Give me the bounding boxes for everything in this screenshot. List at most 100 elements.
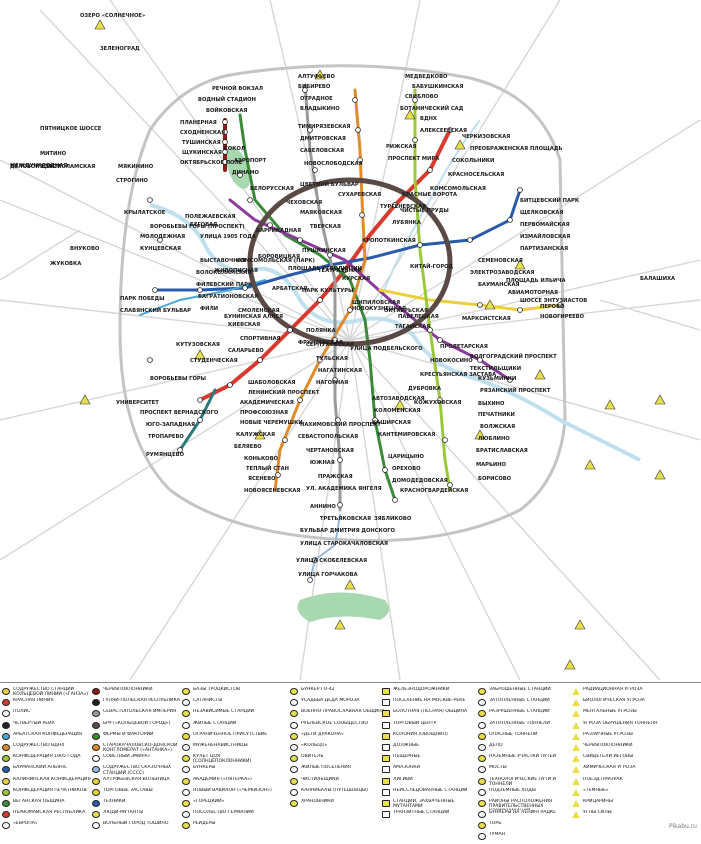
legend-label: ВЕГАНСКАЯ ОБЩИНА <box>13 798 65 804</box>
legend-label: БУНКЕРЫ <box>193 765 216 771</box>
legend-item: ЖИЛЫЕ ПОСЕЛЕНИЯ <box>290 765 385 776</box>
road-network <box>0 0 701 680</box>
station-label: КРАСНЫЕ ВОРОТА <box>402 192 457 198</box>
station-label: ЧЕХОВСКАЯ <box>286 200 322 206</box>
legend-label: ВОЕННО ПРАВОСЛАВНАЯ ОБЩИНА <box>301 709 385 715</box>
legend-item: БАУМАНСКИЙ АЛЬЯНС <box>2 765 97 776</box>
legend-label: ЧЕРВЯПОКЛОННИКИ <box>103 687 153 692</box>
legend-label: САТАНИСТЫ <box>193 698 223 704</box>
station-label: ТРЕТЬЯКОВСКАЯ <box>320 516 371 522</box>
station-label: ДИНАМО <box>232 170 259 176</box>
legend-marker-icon <box>478 732 486 740</box>
legend-marker-icon <box>2 721 10 729</box>
legend-marker-icon <box>382 777 390 785</box>
station-label: ФИЛИ <box>200 306 218 312</box>
legend-item: РУБЛЕВСКОЕ СООБЩЕСТВО <box>290 721 385 732</box>
station-label: ТИМИРЯЗЕВСКАЯ <box>298 124 350 130</box>
legend-label: БОЛОТНАЯ (ЛЕСНАЯ) ОБЩИНА <box>393 709 468 715</box>
legend-item: БАЗЫ ТРОЦКИСТОВ <box>182 687 277 698</box>
legend-marker-icon <box>182 732 190 740</box>
legend-marker-icon <box>478 710 486 718</box>
legend-label: ПОСОЛЬСТВО ГЕРМАНИИ <box>193 810 254 816</box>
legend-label: ТОРГОВЫЕ ЗАСТАВЫ <box>103 787 153 793</box>
legend-marker-icon <box>382 710 390 718</box>
legend-marker-icon <box>290 721 298 729</box>
station-label: БАГРАТИОНОВСКАЯ <box>198 294 258 300</box>
legend-label: РУБЛЕВСКОЕ СООБЩЕСТВО <box>301 720 368 726</box>
legend-marker-icon <box>182 811 190 819</box>
legend-marker-icon <box>182 710 190 718</box>
legend-label: ПОЕЗД ПРИЗРАК <box>583 776 623 782</box>
legend-item: РАЗЛИЧНЫЕ УГРОЗЫ <box>572 732 667 743</box>
station-label: ОТРАДНОЕ <box>300 96 333 102</box>
legend-label: ПОСЕЛЕНИЕ НА МОСКВЕ-РЕКЕ <box>393 698 466 704</box>
station-label: КРАСНОГВАРДЕЙСКАЯ <box>400 486 468 494</box>
station-label: ПРОФСОЮЗНАЯ <box>240 410 288 416</box>
legend-label: ХРАНОВНИКИ <box>301 798 334 804</box>
legend-label: «ЕВРОПА» <box>13 821 38 827</box>
station-label: НОВОГИРЕЕВО <box>540 314 585 320</box>
station-label: ЩЕЛКОВСКАЯ <box>520 210 563 216</box>
ring-line <box>247 177 453 347</box>
legend-item: ПЕЩЕРНЫЕ <box>382 754 477 765</box>
legend-item: ЧЕРВЯПОКЛОННИКИ <box>572 743 667 754</box>
station-label: ВЫХИНО <box>478 401 505 407</box>
station-label: СОКОЛ <box>224 146 245 152</box>
station-label: МАРЬИНО <box>476 462 507 468</box>
legend-marker-icon <box>2 799 10 807</box>
legend-label: УСАДЬБА ДЕДА МОРОЗА <box>301 698 360 704</box>
station-label: ТВЕРСКАЯ <box>310 224 341 230</box>
legend-marker-icon <box>92 755 100 763</box>
legend-item: КОЛОНИЯ (ОВОЩНИЛ) <box>382 732 477 743</box>
legend-item: ПОДЗЕМНЫЕ ХОДЫ <box>478 788 573 799</box>
legend-label: ЧЕТВЕРТЫЙ РЕЙХ <box>13 720 55 726</box>
legend-marker-icon <box>382 766 390 774</box>
legend-marker-icon <box>92 811 100 819</box>
legend-label: РАДИАЦИОННАЯ УГРОЗА <box>583 687 643 692</box>
station-label: ТУРГЕНЕВСКАЯ <box>380 204 426 210</box>
legend-marker-icon <box>182 699 190 707</box>
legend-label: АРБАТСКАЯ КОНФЕДЕРАЦИЯ <box>13 731 83 737</box>
station-label: ПРОЛЕТАРСКАЯ <box>440 344 488 350</box>
legend-item: АРБАТСКАЯ КОНФЕДЕРАЦИЯ <box>2 732 97 743</box>
legend-marker-icon <box>92 732 100 740</box>
station-label: ПАРК ПОБЕДЫ <box>120 296 164 302</box>
station-label: УЛИЦА ПОДБЕЛЬСКОГО <box>350 346 423 352</box>
station-label: ЧЕРКИЗОВСКАЯ <box>462 134 510 140</box>
legend-item: ДОЛЖНЫЕ <box>382 743 477 754</box>
station-label: АРБАТСКАЯ <box>272 286 307 292</box>
legend-item: БОЛОТНАЯ (ЛЕСНАЯ) ОБЩИНА <box>382 709 477 720</box>
station-label: ПЛОЩАДЬ РЕВОЛЮЦИИ <box>288 266 362 272</box>
station-label: ПАВЕЛЕЦКАЯ <box>398 314 439 320</box>
station-label: ДМИТРОВСКАЯ <box>300 136 346 142</box>
legend-item: НАЗЕМНЫЕ УЧАСТКИ ПУТЕЙ <box>478 754 573 765</box>
station-label: ТЕПЛЫЙ СТАН <box>246 464 289 472</box>
legend-marker-icon <box>478 833 486 841</box>
legend-marker-icon <box>382 732 390 740</box>
legend-marker-icon <box>2 732 10 740</box>
legend-marker-icon <box>478 688 486 695</box>
station-label: БУЛЬВАР ДМИТРИЯ ДОНСКОГО <box>300 528 396 534</box>
line-grey <box>303 83 342 512</box>
legend-item: «КОЛЬЦО» <box>290 743 385 754</box>
station-label: ЛЮБЛИНО <box>478 436 510 442</box>
legend-label: ЗАТОПЛЕННЫЕ ТОННЕЛИ <box>489 720 550 726</box>
station-label: САЛАРЬЕВО <box>228 348 264 354</box>
legend-label: СВИДЕТЕЛИ ИЕГОВЫ <box>583 754 634 760</box>
station-label: ТРОПАРЕВО <box>148 434 184 440</box>
metro-map: ПЛАНЕРНАЯСХОДНЕНСКАЯТУШИНСКАЯЩУКИНСКАЯОК… <box>0 0 701 680</box>
legend-label: ГУЛЯЙ-ПОЛЬСКАЯ РЕСПУБЛИКА <box>103 698 180 704</box>
legend-label: ОВИТЕЛЬ <box>301 754 324 760</box>
legend-item: ЧЕТВЕРТЫЙ РЕЙХ <box>2 721 97 732</box>
station-label: РИЖСКАЯ <box>386 144 417 150</box>
station-label: СЕВАСТОПОЛЬСКАЯ <box>298 434 358 440</box>
station-label: КИТАЙ-ГОРОД <box>410 262 454 270</box>
legend-label: РЕЙДЕРЫ <box>193 821 216 827</box>
legend-item: РЕЙДЕРЫ <box>182 821 277 832</box>
station-label: ЦАРИЦЫНО <box>388 454 424 460</box>
legend-label: НОВЫЙ ВАВИЛОН («ЧЕРКИЗОН») <box>193 787 272 793</box>
legend-item: ВОЕННО ПРАВОСЛАВНАЯ ОБЩИНА <box>290 709 385 720</box>
station-label: КУНЦЕВСКАЯ <box>140 246 181 252</box>
station-label: КОМСОМОЛЬСКАЯ (ПАРК) <box>236 258 315 264</box>
